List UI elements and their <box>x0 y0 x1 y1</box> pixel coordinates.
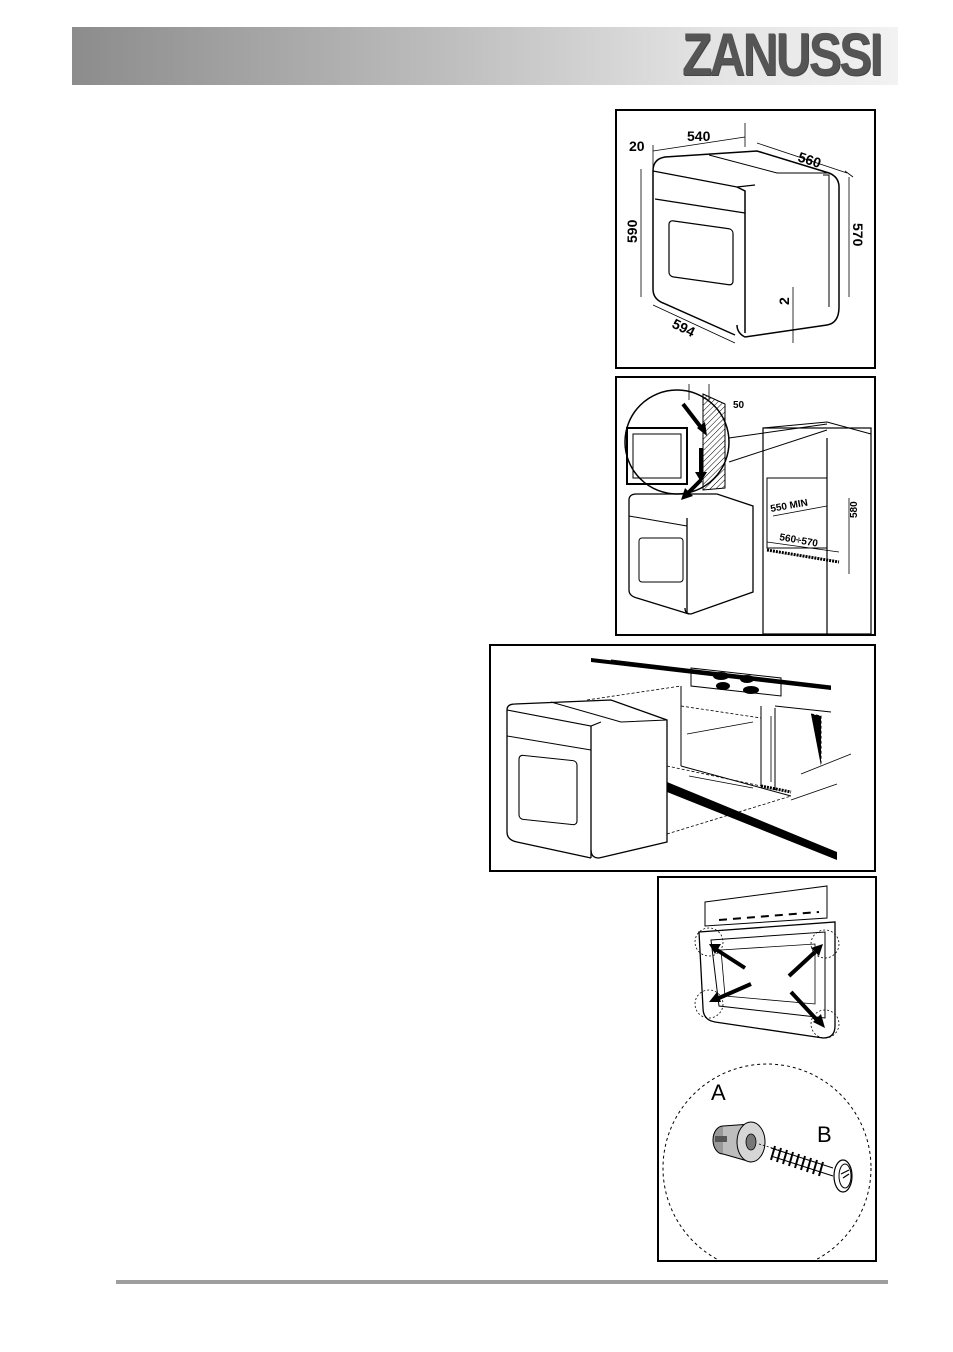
figure-fixing-screws: A B <box>657 876 877 1262</box>
figure-undercounter-installation <box>489 644 876 872</box>
oven-dimensions-drawing: 20 540 560 590 570 2 594 <box>617 111 874 367</box>
dim-front-width: 594 <box>670 315 698 340</box>
undercounter-drawing <box>491 646 874 870</box>
dim-depth-range: 560÷570 <box>778 532 819 550</box>
dim-top-left: 20 <box>629 138 645 154</box>
part-label-a: A <box>711 1080 726 1105</box>
dim-depth: 560 <box>796 149 823 172</box>
dim-vent: 50 <box>733 400 745 411</box>
part-label-b: B <box>817 1122 832 1147</box>
dim-top-width: 540 <box>687 128 711 144</box>
figure-oven-dimensions: 20 540 560 590 570 2 594 <box>615 109 876 369</box>
niche-ventilation-drawing: 50 550 MIN 560÷570 580 <box>617 378 874 634</box>
brand-logo: ZANUSSI <box>682 22 859 88</box>
dim-min-width: 550 MIN <box>770 498 809 515</box>
figure-niche-ventilation: 50 550 MIN 560÷570 580 <box>615 376 876 636</box>
dim-gap: 2 <box>776 297 792 305</box>
dim-height-left: 590 <box>624 219 640 243</box>
dim-height-right: 570 <box>850 223 866 247</box>
footer-divider <box>116 1280 888 1284</box>
dim-height: 580 <box>849 501 860 518</box>
fixing-screws-drawing: A B <box>659 878 875 1260</box>
